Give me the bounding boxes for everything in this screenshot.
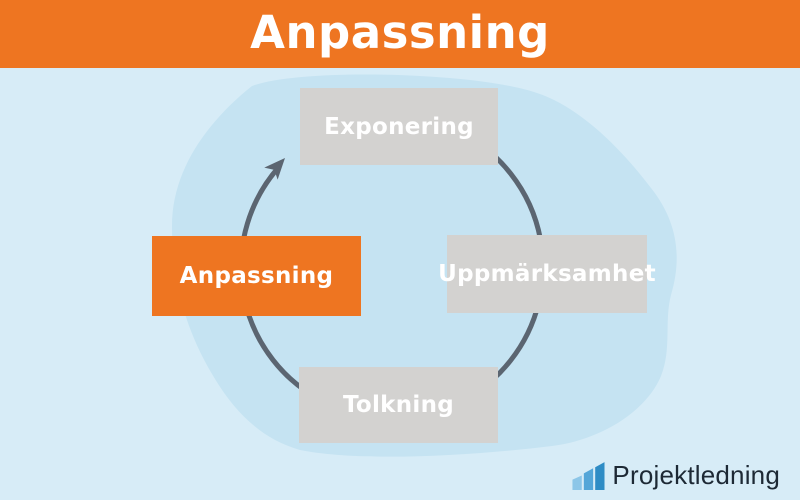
step-label: Anpassning — [179, 263, 334, 289]
cycle-arrowhead-icon — [264, 158, 285, 180]
brand-name: Projektledning — [612, 460, 780, 490]
background-blob — [172, 74, 677, 457]
ascending-bars-chart-icon — [572, 462, 605, 490]
step-label: Uppmärksamhet — [438, 261, 656, 287]
page-title: Anpassning — [250, 5, 550, 59]
cycle-step-exponering: Exponering — [300, 88, 498, 165]
title-banner: Anpassning — [0, 0, 800, 68]
step-label: Tolkning — [342, 392, 455, 418]
cycle-step-tolkning: Tolkning — [299, 367, 498, 443]
step-label: Exponering — [324, 113, 474, 140]
cycle-step-anpassning-highlighted: Anpassning — [152, 236, 361, 316]
brand-logo: Projektledning — [571, 460, 780, 491]
cycle-step-uppmarksamhet: Uppmärksamhet — [438, 235, 656, 313]
